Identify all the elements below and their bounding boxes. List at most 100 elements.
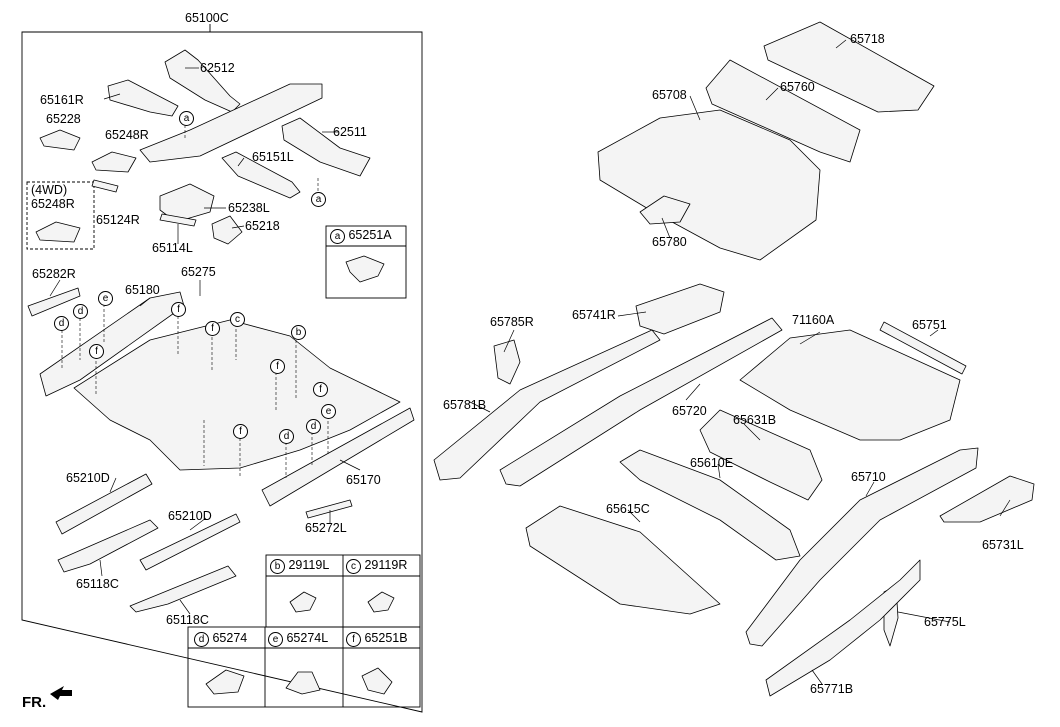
part-65751-label[interactable]: 65751 bbox=[912, 318, 947, 332]
part-65718-shape bbox=[763, 21, 935, 113]
box-a-title: a 65251A bbox=[330, 228, 392, 244]
part-65731L-label[interactable]: 65731L bbox=[982, 538, 1024, 552]
part-65218-label[interactable]: 65218 bbox=[245, 219, 280, 233]
box-def bbox=[187, 626, 421, 708]
part-65610E-label[interactable]: 65610E bbox=[690, 456, 734, 470]
part-65151L-shape bbox=[221, 151, 301, 199]
part-65781B-shape bbox=[433, 329, 661, 481]
part-65251B-shape bbox=[361, 667, 393, 695]
part-65228-label[interactable]: 65228 bbox=[46, 112, 81, 126]
part-71160A-label[interactable]: 71160A bbox=[792, 313, 835, 327]
callout-f-icon: f bbox=[346, 632, 361, 647]
callout-d-icon: d bbox=[194, 632, 209, 647]
part-65771B-label[interactable]: 65771B bbox=[810, 682, 854, 696]
part-65114L-label[interactable]: 65114L bbox=[152, 241, 193, 255]
callout-f-marker: f bbox=[89, 344, 104, 359]
box-c-part[interactable]: 29119R bbox=[364, 558, 408, 572]
part-65118C-a-shape bbox=[57, 519, 159, 573]
part-65170-label[interactable]: 65170 bbox=[346, 473, 381, 487]
part-65780-label[interactable]: 65780 bbox=[652, 235, 687, 249]
callout-d-marker: d bbox=[306, 419, 321, 434]
part-65124R-label[interactable]: 65124R bbox=[96, 213, 140, 227]
part-29119R-shape bbox=[367, 591, 395, 613]
box-f-part[interactable]: 65251B bbox=[364, 631, 408, 645]
part-65161R-label[interactable]: 65161R bbox=[40, 93, 84, 107]
part-crossmember-shape bbox=[139, 83, 323, 163]
part-65248R-4wd-shape bbox=[35, 221, 81, 243]
part-65238L-label[interactable]: 65238L bbox=[228, 201, 270, 215]
main-group-label: 65100C bbox=[185, 11, 229, 25]
part-65274-shape bbox=[205, 669, 245, 695]
part-65780-shape bbox=[639, 195, 691, 225]
part-65785R-label[interactable]: 65785R bbox=[490, 315, 534, 329]
callout-a-icon: a bbox=[330, 229, 345, 244]
part-65118C-a-label[interactable]: 65118C bbox=[76, 577, 119, 591]
box-a-part[interactable]: 65251A bbox=[348, 228, 392, 242]
fourwd-label: (4WD) bbox=[31, 183, 68, 197]
part-65124R-shape bbox=[91, 179, 119, 193]
fourwd-box bbox=[26, 181, 95, 250]
part-65248R-shape bbox=[91, 151, 137, 173]
part-65718-label[interactable]: 65718 bbox=[850, 32, 885, 46]
callout-a-marker: a bbox=[179, 111, 194, 126]
callout-f-marker: f bbox=[233, 424, 248, 439]
part-62512-shape bbox=[164, 49, 241, 113]
part-65275-label[interactable]: 65275 bbox=[181, 265, 216, 279]
part-65210D-b-label[interactable]: 65210D bbox=[168, 509, 212, 523]
callout-f-marker: f bbox=[270, 359, 285, 374]
part-65274L-shape bbox=[285, 671, 321, 695]
part-65251A-shape bbox=[345, 255, 385, 283]
part-65272L-label[interactable]: 65272L bbox=[305, 521, 347, 535]
part-65708-shape bbox=[597, 109, 821, 261]
box-f-title: f 65251B bbox=[346, 631, 408, 647]
part-62512-label[interactable]: 62512 bbox=[200, 61, 235, 75]
callout-f-marker: f bbox=[313, 382, 328, 397]
part-65615C-shape bbox=[525, 505, 721, 615]
part-65248R-4wd-label[interactable]: 65248R bbox=[31, 197, 75, 211]
callout-e-marker: e bbox=[321, 404, 336, 419]
box-d-title: d 65274 bbox=[194, 631, 247, 647]
part-62511-shape bbox=[281, 117, 371, 177]
part-65151L-label[interactable]: 65151L bbox=[252, 150, 294, 164]
part-65248R-label[interactable]: 65248R bbox=[105, 128, 149, 142]
part-65210D-a-label[interactable]: 65210D bbox=[66, 471, 110, 485]
part-65710-shape bbox=[745, 447, 979, 647]
part-29119L-shape bbox=[289, 591, 317, 613]
callout-e-icon: e bbox=[268, 632, 283, 647]
part-65631B-label[interactable]: 65631B bbox=[733, 413, 777, 427]
part-65161R-shape bbox=[107, 79, 179, 117]
part-65180-label[interactable]: 65180 bbox=[125, 283, 160, 297]
callout-c-marker: c bbox=[230, 312, 245, 327]
part-65760-label[interactable]: 65760 bbox=[780, 80, 815, 94]
part-65282R-label[interactable]: 65282R bbox=[32, 267, 76, 281]
part-65118C-b-shape bbox=[129, 565, 237, 613]
part-65218-shape bbox=[211, 215, 243, 245]
part-65751-shape bbox=[879, 321, 967, 375]
box-b-part[interactable]: 29119L bbox=[288, 558, 330, 572]
part-65170-shape bbox=[261, 407, 415, 507]
box-e-part[interactable]: 65274L bbox=[286, 631, 329, 645]
callout-f-marker: f bbox=[205, 321, 220, 336]
part-65720-label[interactable]: 65720 bbox=[672, 404, 707, 418]
box-b-title: b 29119L bbox=[270, 558, 329, 574]
callout-f-marker: f bbox=[171, 302, 186, 317]
part-65210D-a-shape bbox=[55, 473, 153, 535]
part-65710-label[interactable]: 65710 bbox=[851, 470, 886, 484]
part-65615C-label[interactable]: 65615C bbox=[606, 502, 650, 516]
part-65114L-shape bbox=[159, 213, 197, 227]
part-65610E-shape bbox=[619, 449, 801, 561]
part-65720-shape bbox=[499, 317, 783, 487]
part-65741R-label[interactable]: 65741R bbox=[572, 308, 616, 322]
part-65781B-label[interactable]: 65781B bbox=[443, 398, 487, 412]
callout-a-marker: a bbox=[311, 192, 326, 207]
front-direction-label: FR. bbox=[22, 694, 47, 711]
part-62511-label[interactable]: 62511 bbox=[333, 125, 367, 139]
part-65785R-shape bbox=[493, 339, 521, 385]
part-65118C-b-label[interactable]: 65118C bbox=[166, 613, 209, 627]
part-65238L-shape bbox=[159, 183, 215, 223]
callout-e-marker: e bbox=[98, 291, 113, 306]
part-65708-label[interactable]: 65708 bbox=[652, 88, 687, 102]
box-d-part[interactable]: 65274 bbox=[212, 631, 248, 645]
part-65775L-label[interactable]: 65775L bbox=[924, 615, 966, 629]
part-65228-shape bbox=[39, 129, 81, 151]
